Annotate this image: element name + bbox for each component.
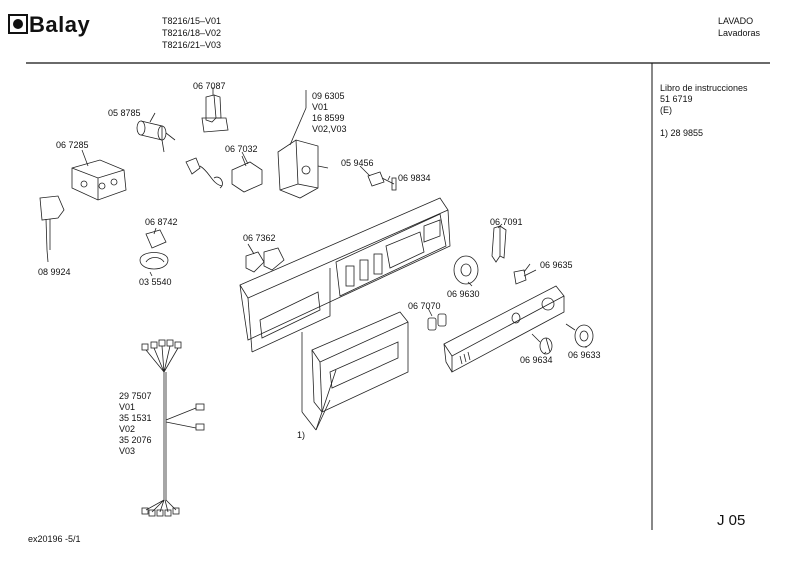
brand-name: Balay — [29, 12, 91, 37]
detergent-drawer-drawing — [311, 311, 409, 413]
label-059456: 05 9456 — [341, 158, 374, 168]
brand-logo — [8, 14, 28, 34]
wiring-harness-drawing — [141, 339, 205, 517]
label-096305: 09 6305 — [312, 91, 345, 101]
label-297507: 29 7507 — [119, 391, 152, 401]
part-067087-drawing — [201, 87, 229, 133]
part-089924-drawing — [39, 195, 65, 263]
label-096305-v01: V01 — [312, 102, 329, 112]
label-168599-v02v03: V02,V03 — [312, 124, 347, 134]
front-panel-drawing — [443, 285, 565, 373]
part-096305-drawing — [277, 90, 329, 199]
part-069635-drawing — [513, 269, 537, 285]
label-069635: 06 9635 — [540, 260, 573, 270]
label-069633: 06 9633 — [568, 350, 601, 360]
control-panel-housing-drawing — [239, 197, 451, 353]
label-352076-v03: V03 — [119, 446, 136, 456]
part-069634-drawing — [531, 333, 553, 355]
label-351531-v02: V02 — [119, 424, 136, 434]
label-352076: 35 2076 — [119, 435, 152, 445]
subcategory-label: Lavadoras — [718, 28, 761, 38]
label-168599: 16 8599 — [312, 113, 345, 123]
label-068742: 06 8742 — [145, 217, 178, 227]
manual-title: Libro de instrucciones — [660, 83, 748, 93]
label-067091: 06 7091 — [490, 217, 523, 227]
page-code: J 05 — [717, 512, 746, 529]
label-351531: 35 1531 — [119, 413, 152, 423]
footer-code: ex20196 -5/1 — [28, 534, 81, 544]
label-067362: 06 7362 — [243, 233, 276, 243]
footnote-reference: 1) 28 9855 — [660, 128, 704, 138]
label-note-ref: 1) — [297, 430, 306, 440]
category-label: LAVADO — [718, 16, 754, 26]
part-069630-drawing — [453, 255, 479, 285]
part-068742-drawing — [139, 229, 169, 270]
label-067087: 06 7087 — [193, 81, 226, 91]
part-067091-drawing — [491, 225, 507, 263]
part-058785-drawing — [136, 112, 176, 153]
part-067362-drawing — [245, 243, 285, 273]
brand-logo-icon — [8, 14, 28, 34]
manual-number: 51 6719 — [660, 94, 693, 104]
model-line-3: T8216/21–V03 — [162, 40, 222, 50]
label-069834: 06 9834 — [398, 173, 431, 183]
part-059456-drawing — [359, 165, 397, 191]
part-067070-drawing — [427, 313, 447, 331]
label-297507-v01: V01 — [119, 402, 136, 412]
label-089924: 08 9924 — [38, 267, 71, 277]
label-069630: 06 9630 — [447, 289, 480, 299]
label-058785: 05 8785 — [108, 108, 141, 118]
label-067032: 06 7032 — [225, 144, 258, 154]
model-line-2: T8216/18–V02 — [162, 28, 222, 38]
part-067032-drawing — [185, 155, 263, 193]
model-line-1: T8216/15–V01 — [162, 16, 222, 26]
part-067285-drawing — [71, 149, 127, 201]
part-069633-drawing — [565, 323, 594, 348]
label-067070: 06 7070 — [408, 301, 441, 311]
manual-language: (E) — [660, 105, 672, 115]
label-069634: 06 9634 — [520, 355, 553, 365]
label-067285: 06 7285 — [56, 140, 89, 150]
label-035540: 03 5540 — [139, 277, 172, 287]
